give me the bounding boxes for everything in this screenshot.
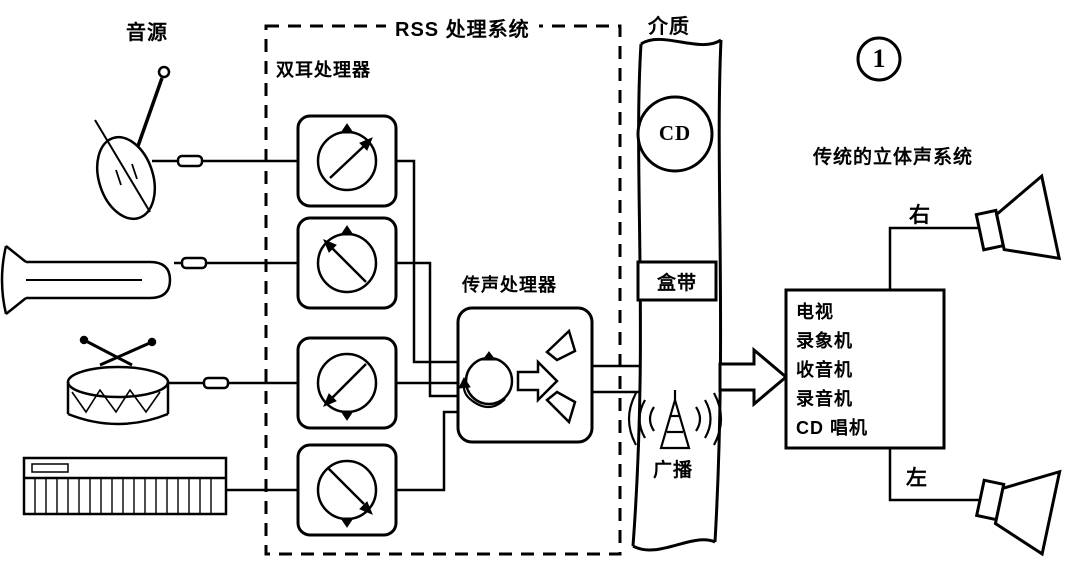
broadcast-label: 广播 [653, 460, 694, 481]
device-cd-player: CD 唱机 [796, 418, 868, 438]
speaker-cone-icon [545, 328, 577, 362]
medium-label: 介质 [648, 16, 690, 38]
figure-number-circle [856, 36, 902, 82]
listener-head-dial-icon [296, 114, 398, 208]
speaker-cone-icon [545, 390, 577, 425]
stereo-system-label: 传统的立体声系统 [813, 147, 974, 168]
device-recorder: 录音机 [796, 389, 853, 409]
cassette-label: 盒带 [656, 272, 697, 294]
keyboard-icon [22, 456, 228, 516]
violin-icon [94, 65, 171, 221]
device-vcr: 录象机 [796, 331, 853, 351]
broadcast-antenna-icon [627, 390, 723, 450]
media-to-devices-arrow [718, 346, 789, 408]
transmission-processor-label: 传声处理器 [462, 275, 557, 295]
figure-number: 1 [872, 44, 886, 73]
listener-head-dial-icon [296, 336, 398, 430]
device-radio: 收音机 [796, 360, 853, 380]
left-channel-label: 左 [906, 467, 928, 490]
device-tv: 电视 [796, 302, 834, 322]
right-channel-label: 右 [909, 204, 931, 227]
radio-waves-icon [627, 392, 723, 446]
speaker-wires [888, 226, 982, 502]
right-speaker-icon [974, 173, 1062, 261]
sound-source-label: 音源 [126, 22, 168, 44]
block-arrow-icon [516, 358, 559, 404]
cd-disc-icon [636, 95, 714, 173]
rss-system-label: RSS 处理系统 [386, 13, 539, 42]
transmission-processor-box [456, 306, 594, 444]
microphone-icon [176, 154, 230, 390]
listener-head-dial-icon [296, 443, 398, 537]
binaural-processor-label: 双耳处理器 [276, 60, 371, 80]
listener-head-dial-icon [296, 216, 398, 310]
trombone-icon [0, 245, 172, 315]
rotating-head-icon [458, 351, 514, 409]
stereo-output-lines [592, 364, 640, 394]
bus-wiring [396, 159, 458, 492]
drum-icon [66, 335, 170, 426]
cd-label: CD [658, 121, 692, 145]
input-cables [152, 159, 298, 492]
devices-box [784, 288, 946, 450]
cassette-icon [636, 260, 718, 302]
device-list: 电视 录象机 收音机 录音机 CD 唱机 [796, 298, 938, 443]
left-speaker-icon [974, 469, 1062, 557]
